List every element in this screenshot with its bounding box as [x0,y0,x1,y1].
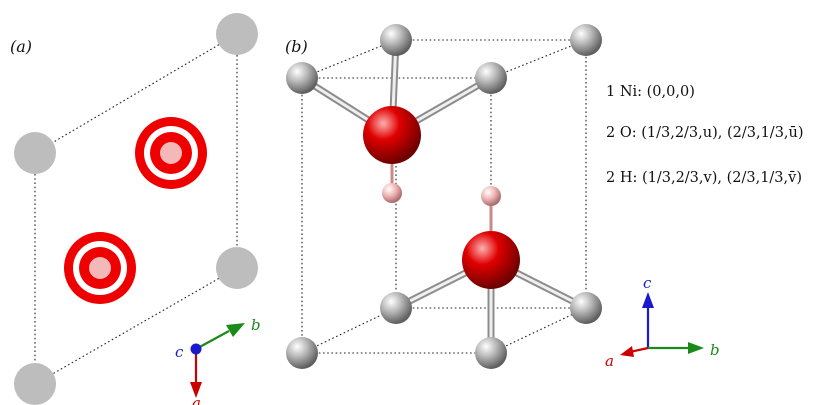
ni-atom [286,337,318,369]
panel-b-label: (b) [285,37,308,56]
ni-atom [380,24,412,56]
ni-atom [286,62,318,94]
ni-atom [216,247,258,289]
h-atom [481,186,501,206]
o-atom [462,231,520,289]
ni-atom [475,337,507,369]
panel-a-cell-outline [34,33,238,385]
axis-triad-a: a b c [175,316,261,405]
bonds [298,36,590,357]
axis-b-label: b [251,316,261,334]
axis-c-label: c [175,343,184,361]
axis-a-label: a [605,352,614,370]
h-atom [382,183,402,203]
o-h-atom-top [64,232,136,304]
axis-c-label: c [643,274,652,292]
axis-b-label: b [710,341,720,359]
h-position-text: 2 H: (1/3,2/3,v), (2/3,1/3,v̄) [606,170,802,186]
panel-b-cell-outline [301,39,587,354]
ni-atom [380,292,412,324]
panel-a-label: (a) [10,37,32,56]
ni-atom [570,24,602,56]
ni-atom [216,13,258,55]
ni-atom [14,363,56,405]
ni-position-text: 1 Ni: (0,0,0) [606,84,695,100]
o-h-atom-top [135,117,207,189]
panel-b: (b) [285,24,720,370]
ni-atom [14,132,56,174]
ni-atom [570,292,602,324]
panel-a: (a) a [10,13,261,405]
axis-a-label: a [192,394,201,405]
o-position-text: 2 O: (1/3,2/3,u), (2/3,1/3,ū) [606,125,804,141]
ni-atom [475,62,507,94]
axis-triad-b: c b a [605,274,720,370]
o-atom [363,106,421,164]
